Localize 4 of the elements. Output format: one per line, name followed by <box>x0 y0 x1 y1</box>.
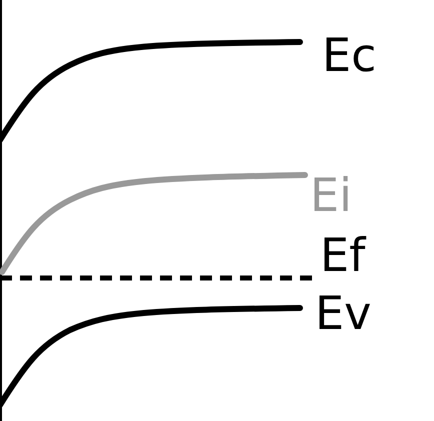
band-label: Ec <box>322 32 376 78</box>
band-label: Ef <box>320 232 366 278</box>
band-label: Ev <box>315 290 372 336</box>
band-label: Ei <box>310 172 352 218</box>
